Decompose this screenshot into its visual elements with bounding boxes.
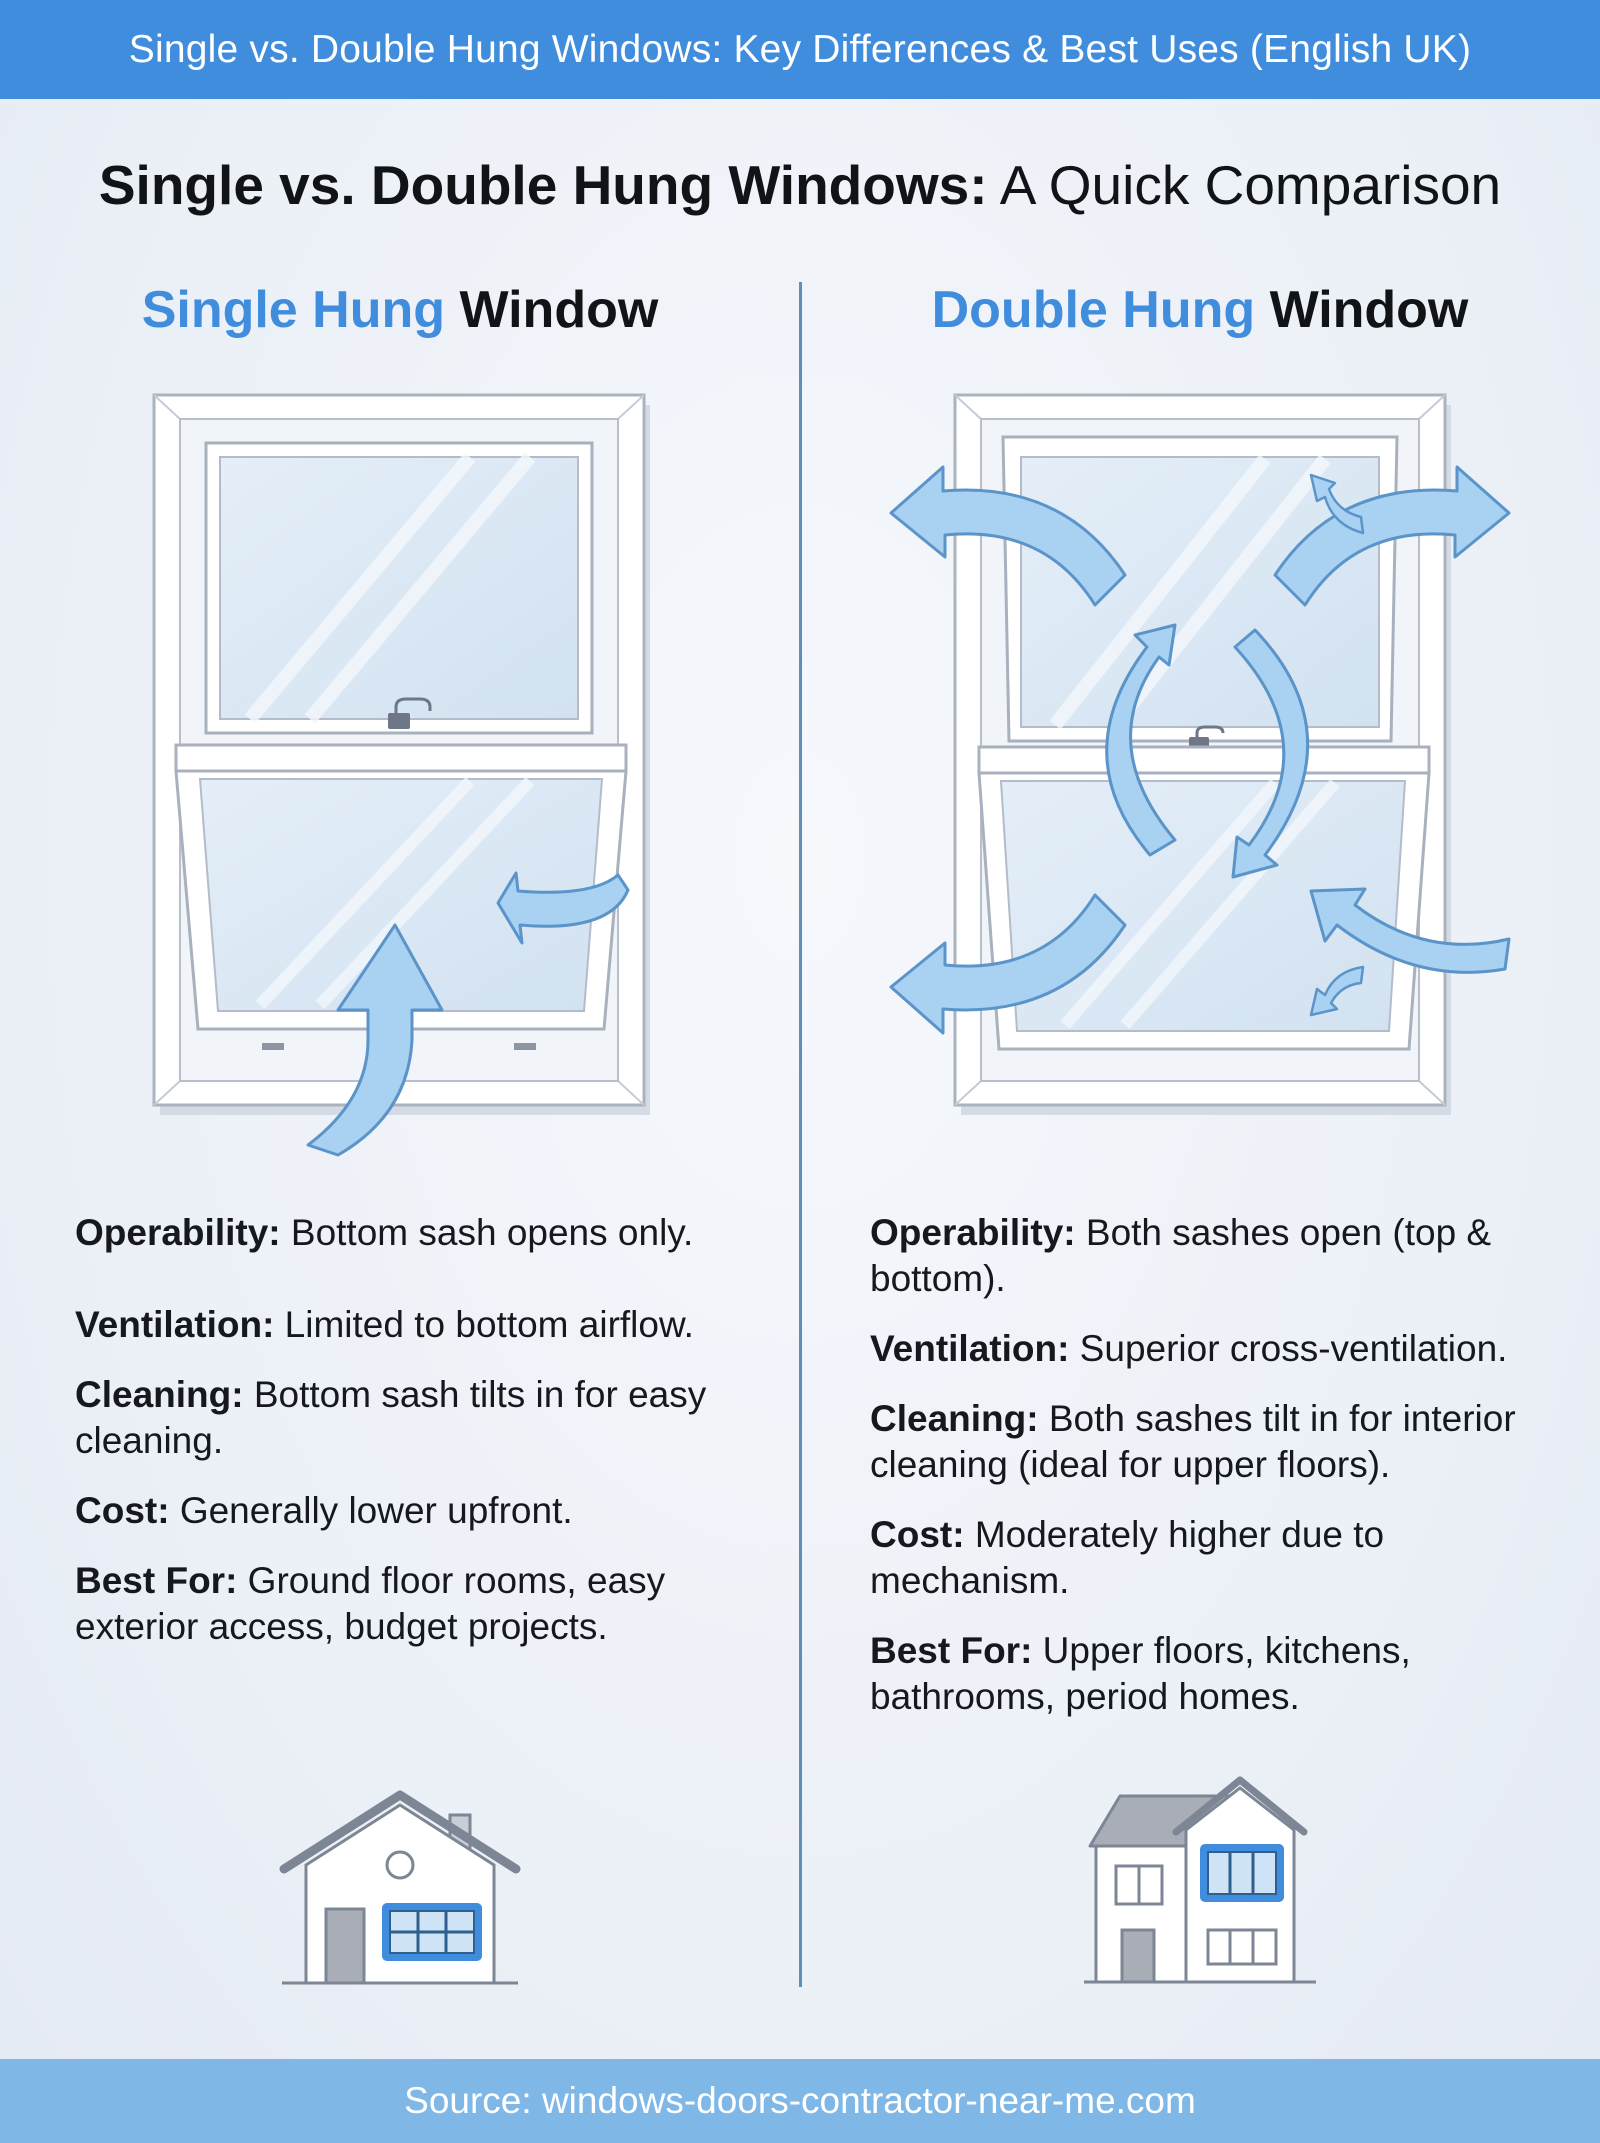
top-banner: Single vs. Double Hung Windows: Key Diff… [0,0,1600,99]
lower-glass [198,778,604,1012]
roof-right [1172,1776,1308,1836]
airflow-arrow-icon [1231,628,1310,879]
frame-bevel [954,394,1446,1106]
window-lower [1206,1928,1278,1966]
double-hung-features: Operability: Both sashes open (top & bot… [870,1210,1550,1720]
sash-lock-icon [388,697,432,729]
airflow-arrow-icon [1273,465,1511,607]
banner-text: Single vs. Double Hung Windows: Key Diff… [128,27,1472,71]
page-title: Single vs. Double Hung Windows: A Quick … [0,150,1600,220]
airflow-arrow-icon [496,871,630,945]
feature-cleaning: Cleaning: Bottom sash tilts in for easy … [75,1374,707,1461]
door [1120,1928,1156,1984]
meeting-rail [174,743,628,773]
feature-operability: Operability: Both sashes open (top & bot… [870,1212,1492,1299]
single-hung-heading-accent: Single Hung [141,281,446,339]
single-hung-window-icon [152,393,650,1157]
single-hung-features: Operability: Bottom sash opens only. Ven… [75,1210,735,1650]
round-window [385,1850,415,1880]
double-hung-heading-accent: Double Hung [931,281,1256,339]
airflow-arrow-icon [889,465,1127,607]
airflow-arrow-icon [306,923,444,1157]
feature-best-for: Best For: Upper floors, kitchens, bathro… [870,1630,1411,1717]
airflow-arrow-icon [1309,965,1365,1017]
meeting-rail [977,745,1431,775]
upper-glass [219,456,579,720]
double-hung-heading: Double Hung Window [900,275,1500,345]
feature-ventilation: Ventilation: Superior cross-ventilation. [870,1328,1508,1369]
feature-operability: Operability: Bottom sash opens only. [75,1212,694,1253]
frame-bevel [153,394,645,1106]
roof [279,1790,521,1874]
column-divider [799,282,802,1987]
bungalow-house-icon [279,1790,521,1985]
airflow-arrow-icon [1105,623,1177,857]
two-storey-house-icon [1084,1776,1316,1984]
feature-best-for: Best For: Ground floor rooms, easy exter… [75,1560,666,1647]
feature-cleaning: Cleaning: Both sashes tilt in for interi… [870,1398,1516,1485]
feature-cost: Cost: Generally lower upfront. [75,1490,573,1531]
glass-reflection [244,452,536,724]
sash-latch [262,1043,284,1050]
airflow-arrow-icon [889,893,1127,1035]
page-title-bold: Single vs. Double Hung Windows: [98,154,988,216]
airflow-arrow-icon [1309,887,1511,974]
feature-cost: Cost: Moderately higher due to mechanism… [870,1514,1385,1601]
sash-latch [514,1043,536,1050]
page-title-regular: A Quick Comparison [987,154,1502,216]
source-text: Source: windows-doors-contractor-near-me… [404,2080,1196,2121]
door [324,1907,366,1985]
feature-ventilation: Ventilation: Limited to bottom airflow. [75,1304,694,1345]
single-hung-heading: Single Hung Window [100,275,700,345]
double-hung-window-icon [889,393,1511,1115]
single-hung-heading-rest: Window [445,281,659,339]
double-hung-heading-rest: Window [1255,281,1469,339]
airflow-arrow-icon [1309,473,1365,535]
source-footer: Source: windows-doors-contractor-near-me… [0,2059,1600,2143]
